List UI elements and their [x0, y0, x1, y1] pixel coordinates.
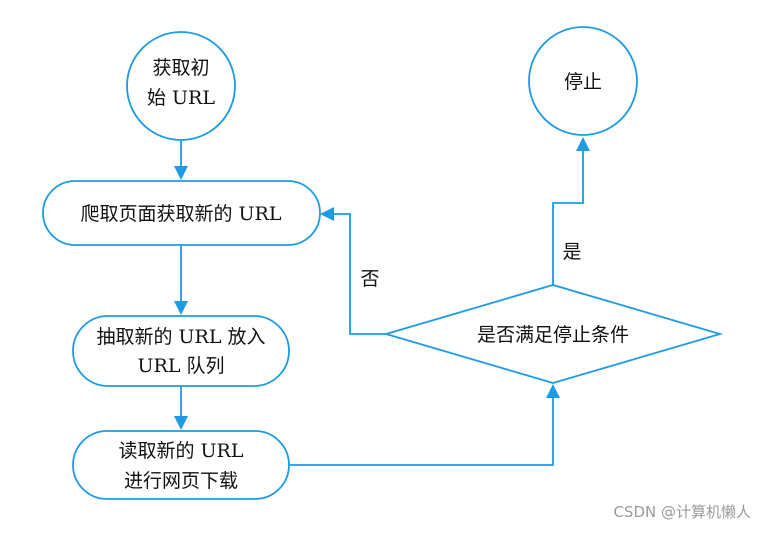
node-get-initial-url-line2: 始 URL [147, 87, 215, 109]
node-stop-label: 停止 [564, 71, 602, 93]
node-extract-urls-line1: 抽取新的 URL 放入 [96, 326, 265, 348]
node-read-url: 读取新的 URL 进行网页下载 [72, 430, 290, 500]
node-extract-urls: 抽取新的 URL 放入 URL 队列 [72, 315, 290, 387]
arrow-decision-to-crawl [320, 207, 334, 221]
node-stop-check-label: 是否满足停止条件 [477, 324, 629, 346]
node-crawl-page: 爬取页面获取新的 URL [42, 180, 321, 246]
edge-read-to-decision [289, 397, 554, 466]
arrow-crawl-to-extract [174, 301, 188, 315]
edges [174, 137, 590, 466]
node-crawl-page-label: 爬取页面获取新的 URL [81, 203, 282, 225]
node-get-initial-url-line1: 获取初 [152, 57, 209, 79]
arrow-read-to-decision [546, 384, 560, 398]
node-read-url-line2: 进行网页下载 [124, 470, 238, 492]
node-read-url-line1: 读取新的 URL [119, 440, 244, 462]
arrow-extract-to-read [174, 416, 188, 430]
edge-label-no: 否 [360, 268, 379, 290]
edge-decision-to-stop [552, 150, 584, 285]
node-stop: 停止 [528, 26, 638, 136]
node-extract-urls-line2: URL 队列 [138, 355, 225, 377]
node-get-initial-url: 获取初 始 URL [126, 31, 236, 141]
arrow-start-to-crawl [174, 166, 188, 180]
edge-label-yes: 是 [562, 241, 581, 263]
watermark: CSDN @计算机懒人 [613, 503, 751, 521]
edge-decision-to-crawl [333, 213, 386, 335]
arrow-decision-to-stop [576, 137, 590, 151]
node-stop-check: 是否满足停止条件 [382, 284, 724, 384]
